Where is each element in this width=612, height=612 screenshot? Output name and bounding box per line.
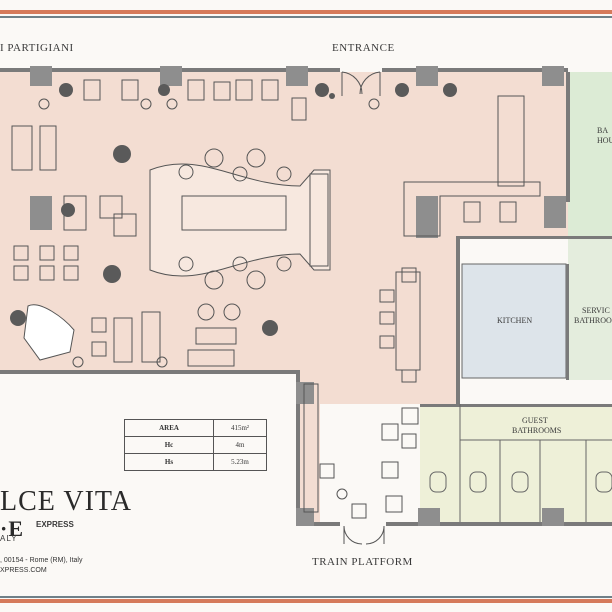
central-lounge-island <box>149 163 331 277</box>
hs-key: Hs <box>124 453 214 471</box>
reception-counter <box>403 181 541 237</box>
kitchen-zone <box>461 263 567 379</box>
bar-house-label-2: HOU <box>597 136 612 145</box>
brand-country: ALY <box>0 534 18 543</box>
website-line: XPRESS.COM <box>0 567 47 574</box>
chairs <box>11 79 517 519</box>
bar-house-zone <box>568 72 612 238</box>
kitchen-label: KITCHEN <box>497 316 533 325</box>
street-label: I PARTIGIANI <box>0 42 74 54</box>
train-platform-door <box>343 525 385 545</box>
area-key: AREA <box>124 419 214 437</box>
brand-logo-mark: ·E <box>0 516 25 541</box>
hs-value: 5.23m <box>213 453 267 471</box>
top-accent-stripe <box>0 10 612 14</box>
bathroom-partitions <box>429 404 612 522</box>
guest-bathrooms-zone <box>420 404 612 522</box>
brand-express: EXPRESS <box>36 520 74 529</box>
brand-title: LCE VITA <box>0 486 133 517</box>
hc-value: 4m <box>213 436 267 454</box>
guest-bathrooms-label-2: BATHROOMS <box>512 426 562 435</box>
train-platform-label: TRAIN PLATFORM <box>312 556 413 568</box>
entrance-label: ENTRANCE <box>332 42 395 54</box>
top-accent-stripe-2 <box>0 16 612 18</box>
bottom-accent-stripe-2 <box>0 596 612 598</box>
grand-piano <box>23 304 75 361</box>
area-value: 415m² <box>213 419 267 437</box>
service-bathroom-label-2: BATHROO <box>574 316 612 325</box>
central-table <box>181 195 287 231</box>
guest-bathrooms-label-1: GUEST <box>522 416 548 425</box>
sofas <box>303 95 525 513</box>
address-line: , 00154 - Rome (RM), Italy <box>0 557 83 564</box>
hc-key: Hc <box>124 436 214 454</box>
bottom-accent-stripe <box>0 599 612 603</box>
service-bathroom-zone <box>566 238 612 380</box>
main-hall-floor <box>0 72 568 522</box>
bar-house-label-1: BA <box>597 126 609 135</box>
plants <box>10 83 457 336</box>
entrance-door <box>341 71 381 96</box>
cocktail-tables <box>38 98 380 500</box>
service-bathroom-label-1: SERVIC <box>582 306 610 315</box>
